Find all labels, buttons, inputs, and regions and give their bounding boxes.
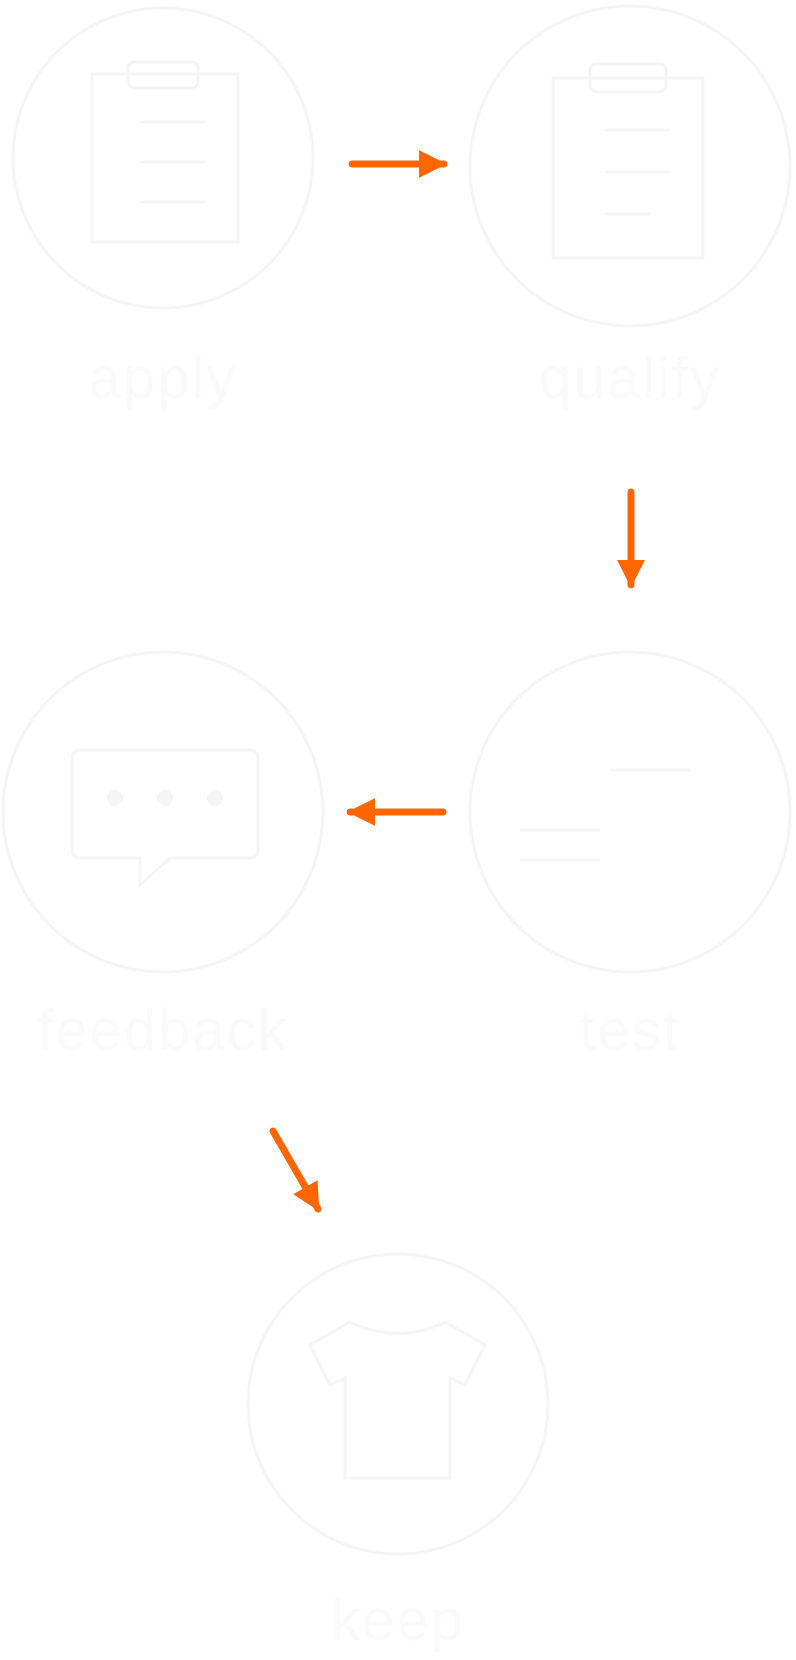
step-feedback-circle: [1, 650, 325, 974]
step-apply-circle: [11, 6, 315, 310]
flow-arrows: [269, 150, 645, 1213]
step-qualify-label: qualify: [539, 346, 721, 411]
step-apply: apply: [11, 6, 315, 411]
step-feedback-label: feedback: [37, 998, 288, 1063]
step-feedback: feedback: [1, 650, 325, 1063]
step-qualify-circle: [468, 4, 792, 328]
step-test-circle: [468, 650, 792, 974]
checklist-icon: [551, 62, 705, 260]
step-test-label: test: [579, 998, 681, 1063]
thumbs-icon: [520, 768, 690, 862]
step-qualify: qualify: [468, 4, 792, 411]
step-keep-label: keep: [331, 1588, 465, 1653]
step-keep: keep: [246, 1252, 550, 1653]
step-test: test: [468, 650, 792, 1063]
arrow-feedback-to-keep: [269, 1127, 322, 1213]
tshirt-icon: [308, 1320, 487, 1480]
chat-bubble-icon: [70, 748, 260, 889]
clipboard-icon: [90, 60, 240, 244]
step-keep-circle: [246, 1252, 550, 1556]
step-apply-label: apply: [89, 346, 238, 411]
